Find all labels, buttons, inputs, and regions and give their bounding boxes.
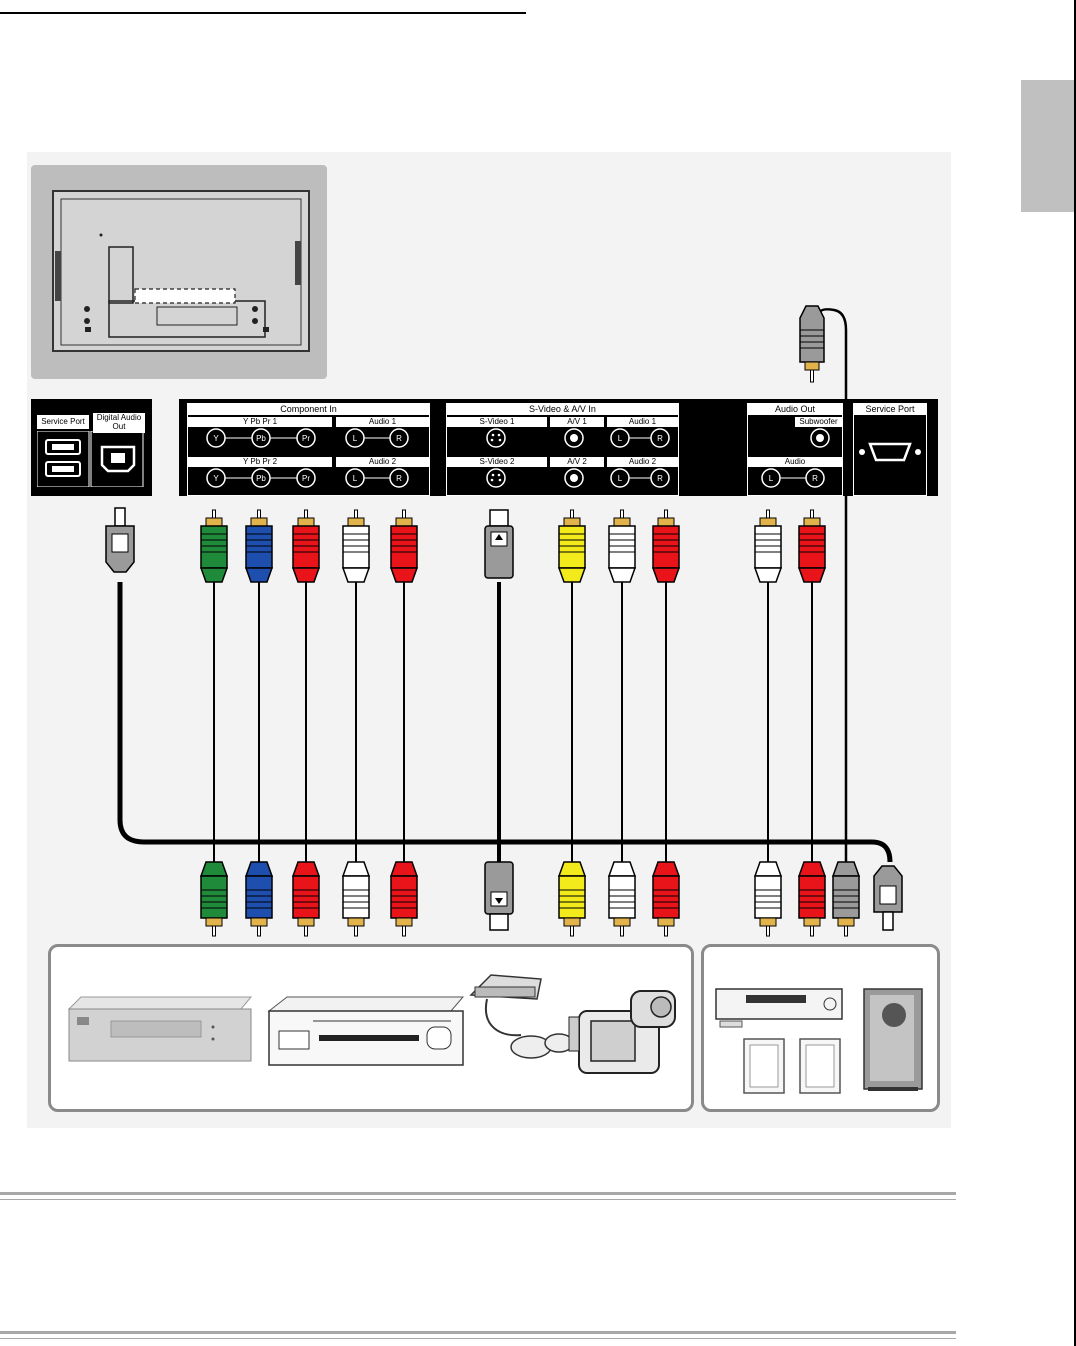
top-plug-1-gray bbox=[106, 508, 134, 572]
audio-devices-box bbox=[701, 944, 940, 1112]
bottom-plug-6-gray bbox=[485, 862, 513, 930]
dvd-player-icon bbox=[69, 997, 251, 1061]
top-plug-10-red bbox=[653, 510, 679, 582]
speaker-right-icon bbox=[800, 1039, 840, 1093]
game-console-icon bbox=[471, 975, 573, 1058]
subwoofer-icon bbox=[864, 989, 922, 1091]
bottom-plug-13-gray bbox=[874, 866, 902, 930]
bottom-plug-9-red bbox=[653, 862, 679, 936]
bottom-plug-10-white bbox=[755, 862, 781, 936]
top-plug-8-yellow bbox=[559, 510, 585, 582]
bottom-plug-3-red bbox=[293, 862, 319, 936]
source-devices-box bbox=[48, 944, 694, 1112]
audio-devices bbox=[704, 947, 937, 1109]
bottom-plug-11-red bbox=[799, 862, 825, 936]
bottom-plug-2-blue bbox=[246, 862, 272, 936]
footer-rule-top-1 bbox=[0, 1192, 956, 1195]
top-plug-2-green bbox=[201, 510, 227, 582]
top-plug-9-white bbox=[609, 510, 635, 582]
footer-rule-top-2 bbox=[0, 1199, 956, 1200]
bottom-plug-12-gray bbox=[833, 862, 859, 936]
top-plug-3-blue bbox=[246, 510, 272, 582]
bottom-plug-8-white bbox=[609, 862, 635, 936]
bottom-plug-5-red bbox=[391, 862, 417, 936]
subwoofer-top-plug bbox=[800, 306, 824, 382]
speaker-left-icon bbox=[744, 1039, 784, 1093]
top-plug-11-white bbox=[755, 510, 781, 582]
bottom-plug-1-green bbox=[201, 862, 227, 936]
source-devices bbox=[51, 947, 691, 1109]
camcorder-icon bbox=[569, 991, 675, 1073]
subwoofer-cable bbox=[820, 309, 846, 862]
vcr-icon bbox=[269, 997, 463, 1065]
bottom-plug-4-white bbox=[343, 862, 369, 936]
top-plug-7-gray bbox=[485, 510, 513, 578]
footer-rule-bottom-2 bbox=[0, 1338, 956, 1339]
bottom-plug-7-yellow bbox=[559, 862, 585, 936]
top-plug-12-red bbox=[799, 510, 825, 582]
av-receiver-icon bbox=[716, 989, 842, 1027]
top-plug-5-white bbox=[343, 510, 369, 582]
cables bbox=[120, 309, 890, 862]
footer-rule-bottom-1 bbox=[0, 1331, 956, 1334]
top-plug-4-red bbox=[293, 510, 319, 582]
optical-cable bbox=[120, 582, 890, 862]
top-plug-6-red bbox=[391, 510, 417, 582]
